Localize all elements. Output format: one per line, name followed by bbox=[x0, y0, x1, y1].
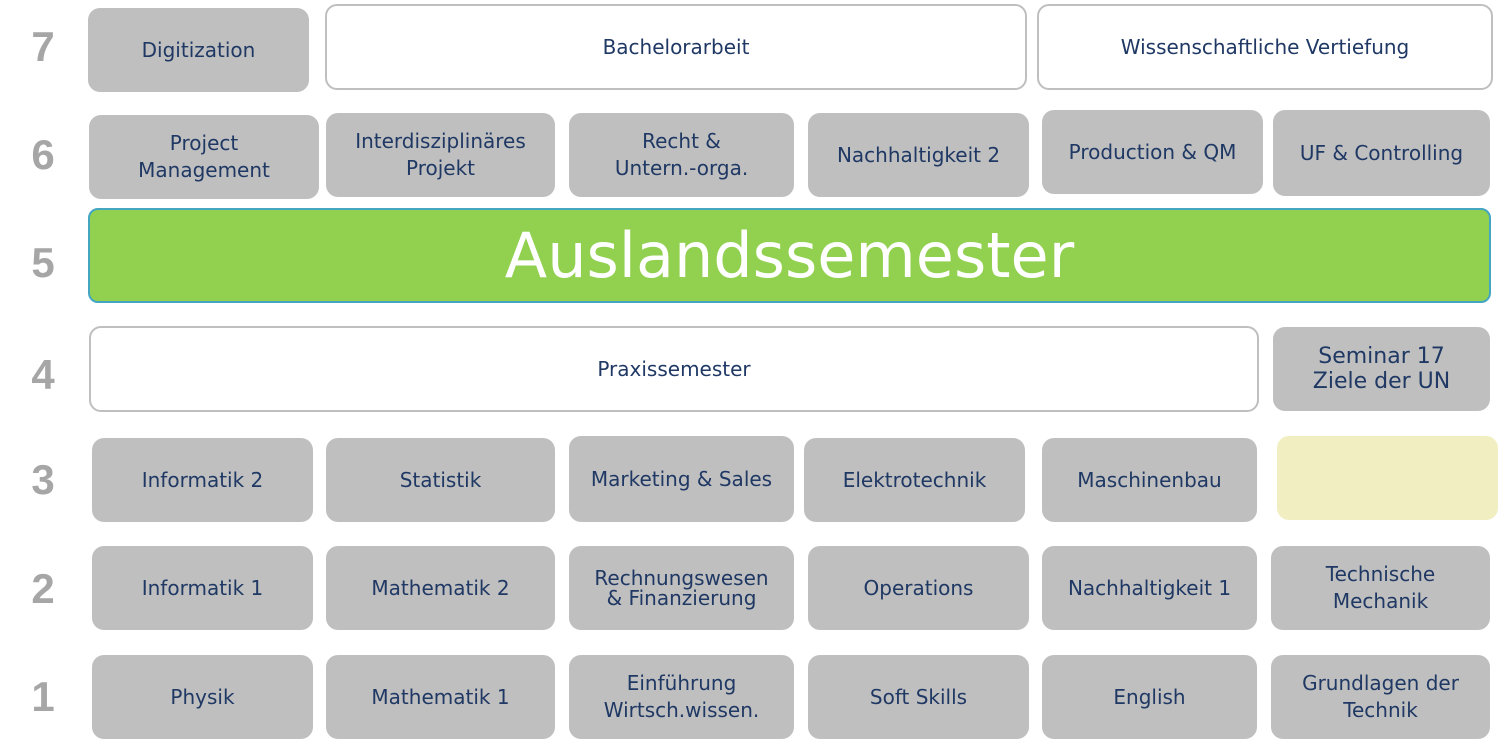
module-english: English bbox=[1042, 655, 1257, 739]
module-marketing-sales: Marketing & Sales bbox=[569, 436, 794, 522]
module-informatik-2: Informatik 2 bbox=[92, 438, 313, 522]
module-empty-slot bbox=[1277, 436, 1498, 520]
module-recht-unternehmensorganisation: Recht & Untern.-orga. bbox=[569, 113, 794, 197]
module-statistik: Statistik bbox=[326, 438, 555, 522]
module-production-qm: Production & QM bbox=[1042, 110, 1263, 194]
semester-number-2: 2 bbox=[31, 565, 55, 612]
semester-number-1: 1 bbox=[31, 673, 55, 720]
module-operations: Operations bbox=[808, 546, 1029, 630]
module-nachhaltigkeit-2: Nachhaltigkeit 2 bbox=[808, 113, 1029, 197]
module-uf-controlling: UF & Controlling bbox=[1273, 110, 1490, 196]
module-project-management: Project Management bbox=[89, 115, 319, 199]
semester-number-7: 7 bbox=[31, 23, 55, 70]
module-bachelorarbeit: Bachelorarbeit bbox=[325, 4, 1027, 90]
module-nachhaltigkeit-1: Nachhaltigkeit 1 bbox=[1042, 546, 1257, 630]
module-interdisziplinaeres-projekt: Interdisziplinäres Projekt bbox=[326, 113, 555, 197]
semester-number-3: 3 bbox=[31, 456, 55, 503]
module-technische-mechanik: Technische Mechanik bbox=[1271, 546, 1490, 630]
module-digitization: Digitization bbox=[88, 8, 309, 92]
module-praxissemester: Praxissemester bbox=[89, 326, 1259, 412]
module-einfuehrung-wirtschaftswissen: Einführung Wirtsch.wissen. bbox=[569, 655, 794, 739]
module-grundlagen-der-technik: Grundlagen der Technik bbox=[1271, 655, 1490, 739]
module-physik: Physik bbox=[92, 655, 313, 739]
module-elektrotechnik: Elektrotechnik bbox=[804, 438, 1025, 522]
module-maschinenbau: Maschinenbau bbox=[1042, 438, 1257, 522]
module-rechnungswesen-finanzierung: Rechnungswesen & Finanzierung bbox=[569, 546, 794, 630]
semester-number-5: 5 bbox=[31, 239, 55, 286]
module-mathematik-2: Mathematik 2 bbox=[326, 546, 555, 630]
module-informatik-1: Informatik 1 bbox=[92, 546, 313, 630]
module-auslandssemester: Auslandssemester bbox=[88, 208, 1491, 303]
module-wissenschaftliche-vertiefung: Wissenschaftliche Vertiefung bbox=[1037, 4, 1493, 90]
semester-number-6: 6 bbox=[31, 131, 55, 178]
semester-number-4: 4 bbox=[31, 351, 55, 398]
module-soft-skills: Soft Skills bbox=[808, 655, 1029, 739]
module-seminar-17-ziele: Seminar 17 Ziele der UN bbox=[1273, 327, 1490, 411]
module-mathematik-1: Mathematik 1 bbox=[326, 655, 555, 739]
